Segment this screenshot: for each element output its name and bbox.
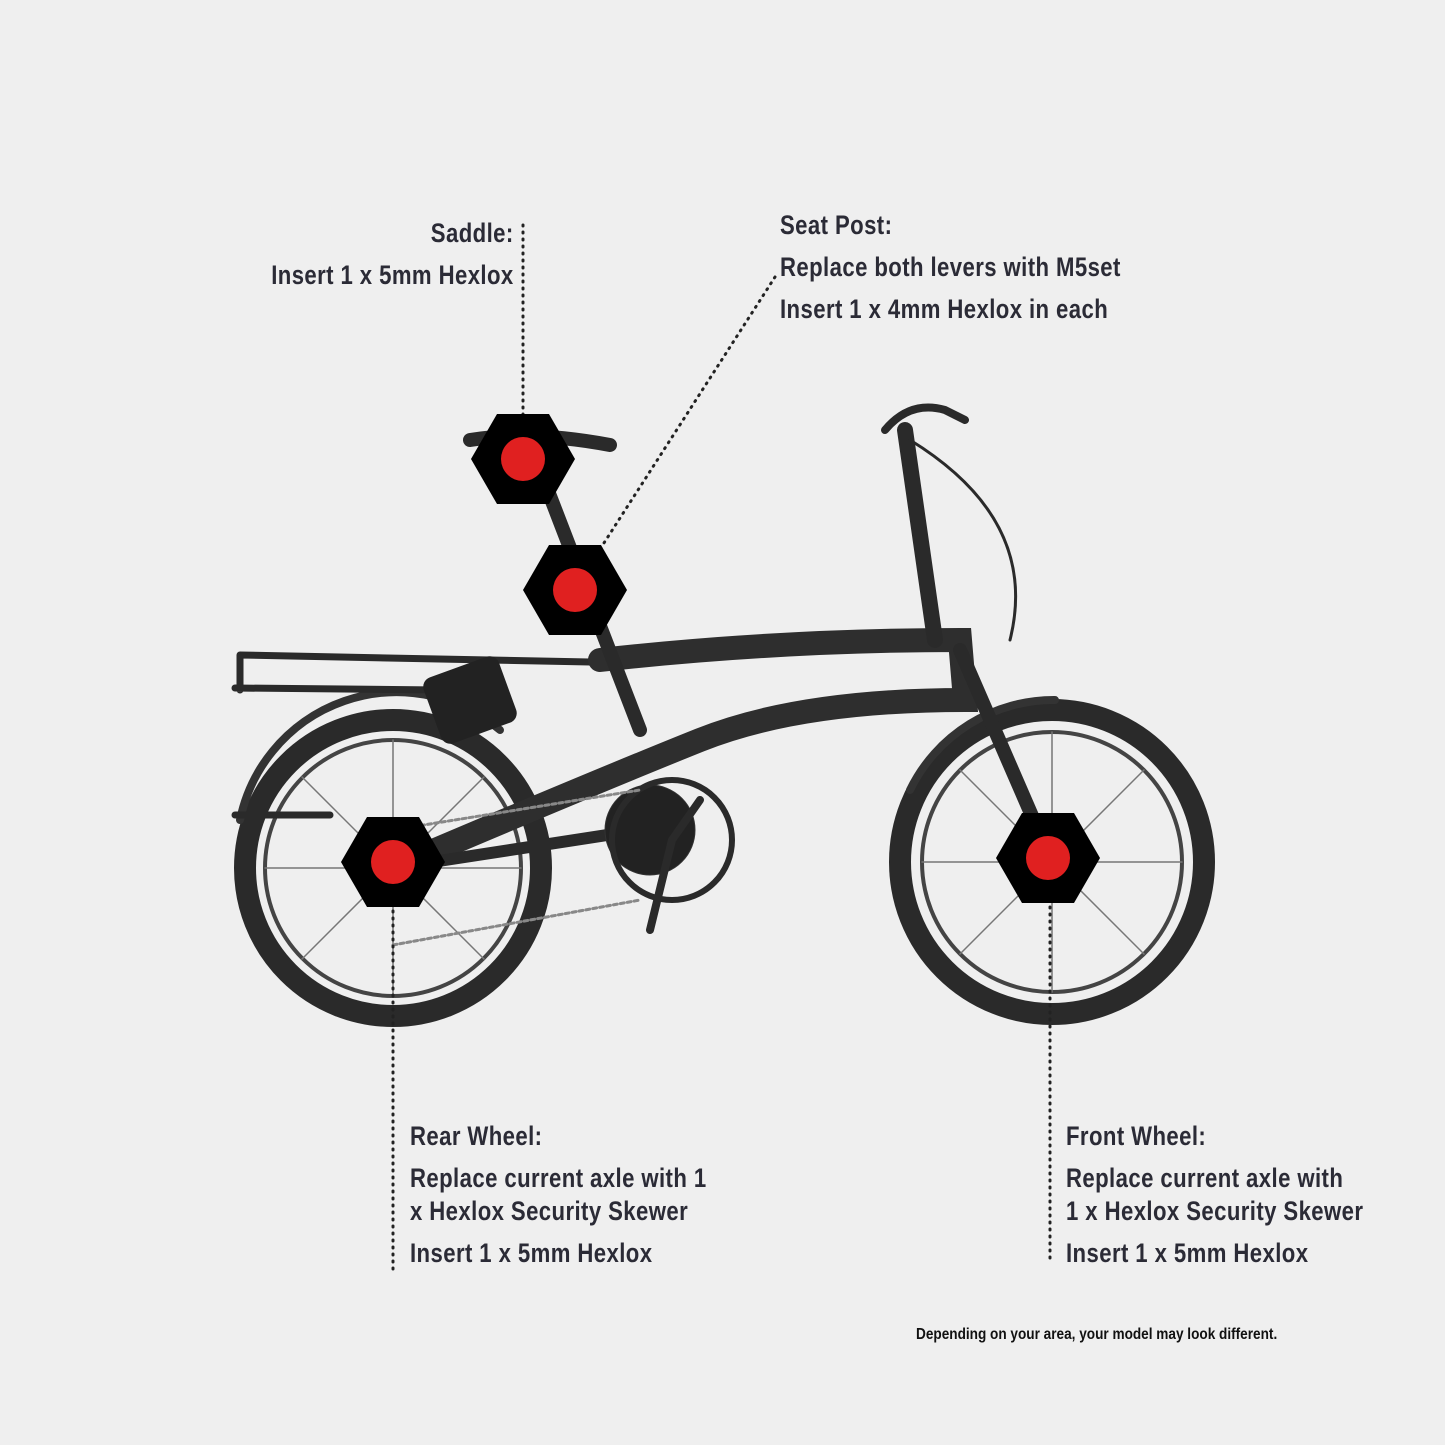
stem: [897, 422, 943, 648]
front-wheel-hex-marker: [996, 813, 1100, 903]
rear-wheel-line-3: Insert 1 x 5mm Hexlox: [410, 1238, 653, 1268]
front-wheel-line-1: Replace current axle with: [1066, 1163, 1344, 1193]
brake-cable: [908, 438, 1018, 642]
chain: [391, 788, 642, 947]
front-wheel-line-3: Insert 1 x 5mm Hexlox: [1066, 1238, 1309, 1268]
rear-wheel-title: Rear Wheel:: [410, 1121, 543, 1151]
saddle-callout: Saddle: Insert 1 x 5mm Hexlox: [272, 220, 514, 304]
saddle-title: Saddle:: [431, 218, 514, 248]
seat-post-title: Seat Post:: [780, 210, 893, 240]
front-wheel-callout: Front Wheel: Replace current axle with 1…: [1066, 1123, 1363, 1282]
main-frame: [381, 627, 979, 880]
seat-post-leader: [573, 275, 777, 590]
handlebar: [881, 403, 969, 434]
front-wheel-title: Front Wheel:: [1066, 1121, 1207, 1151]
front-wheel-line-2: 1 x Hexlox Security Skewer: [1066, 1196, 1364, 1226]
footnote: Depending on your area, your model may l…: [916, 1326, 1278, 1343]
saddle-line-1: Insert 1 x 5mm Hexlox: [271, 260, 514, 290]
seat-post-callout: Seat Post: Replace both levers with M5se…: [780, 212, 1121, 338]
rear-wheel-line-2: x Hexlox Security Skewer: [410, 1196, 689, 1226]
bike-illustration: [231, 403, 1215, 1027]
rear-wheel-line-1: Replace current axle with 1: [410, 1163, 707, 1193]
rear-wheel-hex-marker: [341, 817, 445, 907]
rear-rack: [231, 651, 594, 819]
crank: [646, 796, 704, 934]
chainring: [609, 777, 735, 903]
seat-post-line-2: Insert 1 x 4mm Hexlox in each: [780, 294, 1109, 324]
battery: [423, 656, 517, 744]
rear-wheel-callout: Rear Wheel: Replace current axle with 1 …: [410, 1123, 707, 1282]
front-fender: [906, 695, 1059, 794]
seat-post-line-1: Replace both levers with M5set: [780, 252, 1121, 282]
front-tire: [889, 699, 1215, 1025]
seat-post-hex-marker: [523, 545, 627, 635]
saddle-hex-marker: [471, 414, 575, 504]
